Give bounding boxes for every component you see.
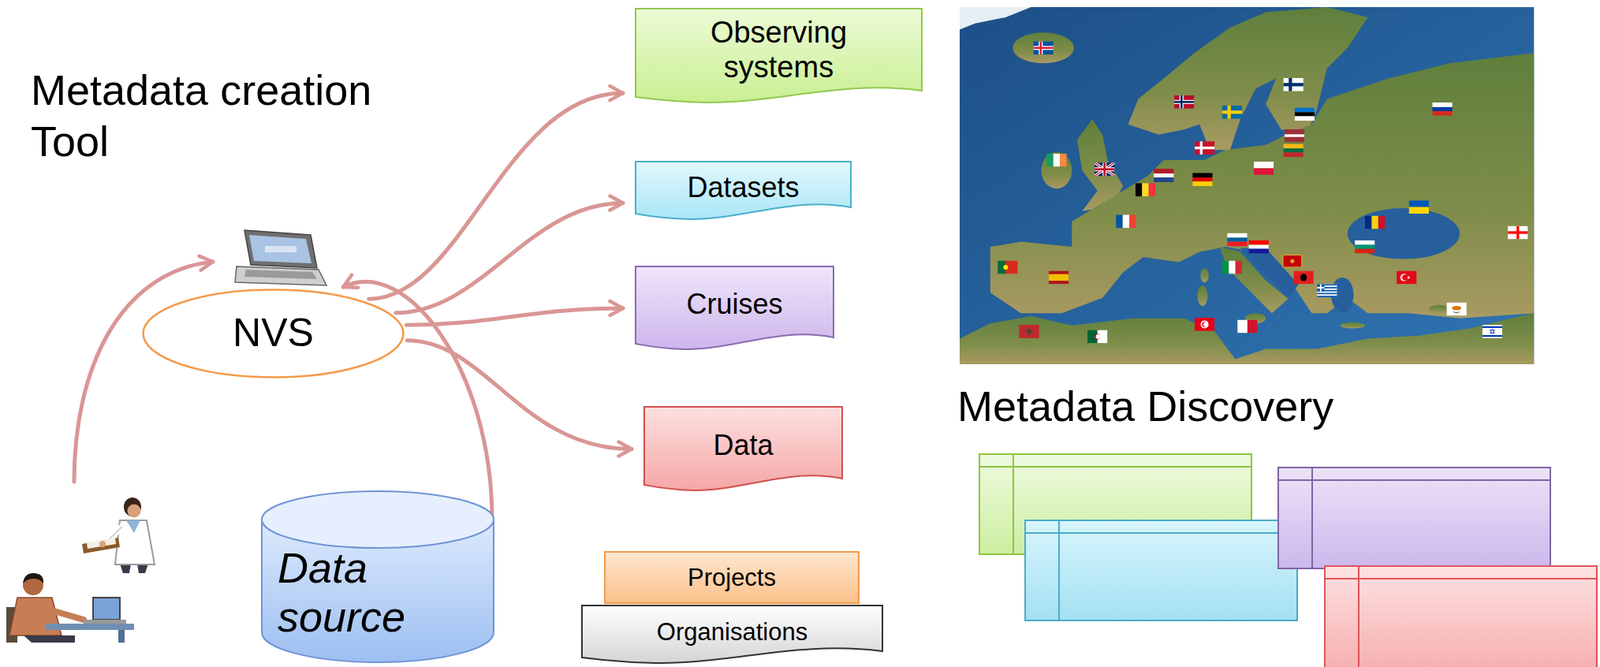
- document-box-shape: [644, 406, 843, 491]
- laptop-icon: [234, 230, 327, 286]
- node-text: Organisations: [656, 618, 808, 647]
- discovery-windows: [979, 454, 1597, 667]
- document-box: Datasets: [634, 160, 853, 222]
- flag: [1194, 317, 1215, 332]
- node-text-group: Data: [712, 428, 773, 462]
- node-text-group: Datasets: [686, 171, 799, 204]
- flag: [1294, 107, 1315, 121]
- node-text: Data: [712, 428, 773, 462]
- flag: [1227, 233, 1247, 247]
- flag: [1222, 105, 1242, 120]
- flag: [1153, 168, 1174, 183]
- flow-arrow: [406, 308, 623, 325]
- node-text-group: Organisations: [656, 618, 808, 647]
- database-cylinder-shape: [261, 491, 494, 549]
- node-text: Cruises: [686, 287, 783, 321]
- flag: [1018, 324, 1039, 339]
- document-box-shape: [581, 605, 883, 664]
- stacked-box-shape: [604, 551, 859, 604]
- flag: [1249, 240, 1269, 254]
- flag: [997, 261, 1018, 275]
- black-sea: [1347, 208, 1460, 260]
- flag: [1507, 226, 1528, 240]
- section-heading: Metadata Discovery: [957, 380, 1334, 433]
- flag: [1046, 153, 1067, 168]
- node-text-group: Data source: [277, 543, 448, 642]
- flag: [1284, 129, 1305, 143]
- flow-arrow: [406, 340, 632, 450]
- flag: [1409, 200, 1429, 214]
- map-land: [959, 7, 1535, 365]
- document-box-shape: [635, 266, 834, 350]
- document-box: Observing systems: [634, 7, 924, 105]
- flag: [1316, 283, 1337, 298]
- discovery-window: [1278, 467, 1551, 569]
- flag: [1135, 182, 1156, 197]
- discovery-window: [1025, 520, 1298, 621]
- country-flags: [997, 41, 1528, 344]
- ellipse-node-shape: [143, 290, 404, 378]
- flag: [1354, 240, 1375, 254]
- document-box: Organisations: [580, 604, 884, 666]
- flag: [1194, 141, 1215, 155]
- node-text-group: Cruises: [686, 287, 783, 321]
- node-text: Datasets: [686, 171, 799, 204]
- flag: [1253, 161, 1274, 176]
- node-text: Data source: [277, 543, 448, 642]
- flag: [1293, 270, 1313, 284]
- europe-map: [959, 7, 1535, 365]
- flag: [1174, 95, 1194, 109]
- flag: [1447, 302, 1467, 317]
- flag: [1365, 216, 1385, 230]
- user-input-arrow: [74, 261, 213, 482]
- node-text-group: Observing systems: [704, 15, 855, 85]
- stacked-box: Projects: [604, 551, 860, 605]
- flag: [1396, 270, 1417, 284]
- flag: [1432, 102, 1452, 116]
- man-at-desk-figure: [6, 573, 135, 643]
- map-sea: [959, 7, 1535, 365]
- node-text: Projects: [687, 563, 776, 593]
- flag: [1482, 324, 1503, 339]
- document-box: Data: [642, 405, 844, 493]
- document-box: Cruises: [634, 264, 836, 352]
- flag: [1283, 143, 1304, 157]
- node-text: NVS: [232, 310, 314, 357]
- people-illustration: [6, 497, 155, 643]
- flag: [1048, 270, 1069, 284]
- flag: [1282, 254, 1302, 269]
- node-text-group: Projects: [687, 563, 776, 593]
- flag: [1222, 261, 1242, 275]
- flag: [1094, 162, 1115, 176]
- map-islands: [1197, 246, 1451, 329]
- flow-arrow: [395, 203, 623, 314]
- document-box-shape: [635, 161, 851, 220]
- node-text: Observing systems: [704, 15, 855, 85]
- map-ice: [959, 7, 1032, 30]
- database-cylinder: Data source: [260, 489, 496, 664]
- discovery-window: [1324, 566, 1597, 667]
- woman-figure: [82, 497, 155, 574]
- ellipse-node: NVS: [141, 287, 406, 380]
- flag: [1192, 172, 1213, 187]
- flag: [1033, 41, 1053, 55]
- flag: [1087, 330, 1108, 344]
- flag: [1283, 78, 1304, 92]
- flag: [1237, 320, 1257, 334]
- flag: [1115, 214, 1136, 228]
- document-box-shape: [635, 8, 922, 103]
- section-heading: Metadata creation Tool: [30, 64, 414, 168]
- node-text-group: NVS: [232, 310, 314, 357]
